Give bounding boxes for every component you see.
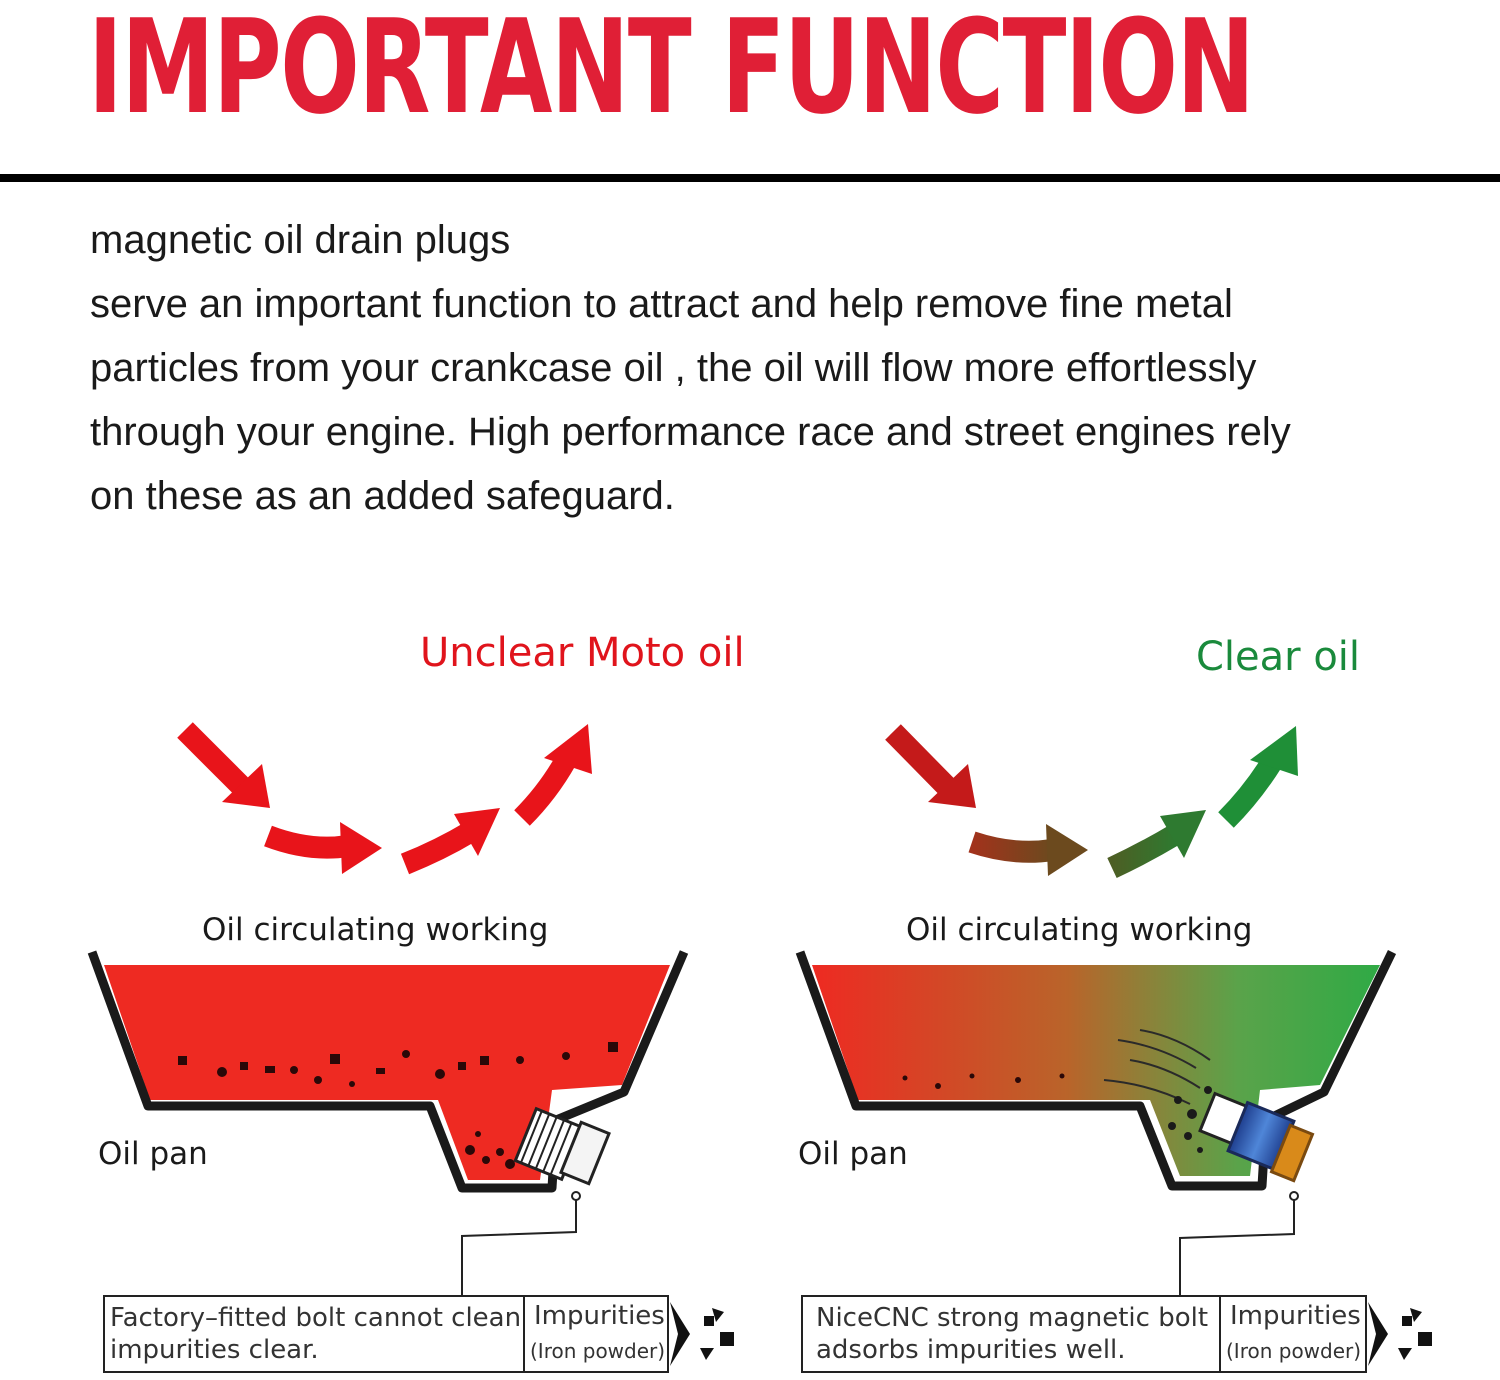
- intro-line: magnetic oil drain plugs: [90, 218, 511, 262]
- left-flow-arrows: [177, 722, 592, 875]
- left-caption-box: Factory–fitted bolt cannot clean impurit…: [103, 1295, 669, 1373]
- right-caption-line1: NiceCNC strong magnetic bolt: [816, 1303, 1208, 1333]
- intro-line: on these as an added safeguard.: [90, 474, 675, 518]
- flow-arrow-icon: [885, 724, 976, 808]
- flow-arrow-icon: [177, 722, 270, 808]
- flow-arrow-icon: [264, 822, 382, 874]
- right-flow-label: Oil circulating working: [906, 912, 1252, 948]
- magnetic-swirl: [1103, 1029, 1211, 1105]
- magnetic-bolt-icon: [1198, 1091, 1315, 1183]
- right-pan-label: Oil pan: [798, 1136, 908, 1172]
- left-caption-line2: impurities clear.: [110, 1335, 319, 1365]
- left-title: Unclear Moto oil: [420, 630, 745, 676]
- impurities-pointer-icon: [670, 1302, 734, 1366]
- right-flow-arrows: [885, 724, 1298, 878]
- intro-line: particles from your crankcase oil , the …: [90, 346, 1257, 390]
- intro-line: through your engine. High performance ra…: [90, 410, 1291, 454]
- left-oil-pan: [87, 950, 689, 1296]
- left-flow-label: Oil circulating working: [202, 912, 548, 948]
- right-panel: Clear oil Oil circulating working: [795, 634, 1432, 1373]
- flow-arrow-icon: [400, 808, 500, 875]
- flow-arrow-icon: [1107, 810, 1206, 878]
- left-iron-powder-label: (Iron powder): [530, 1339, 665, 1363]
- left-panel: Unclear Moto oil Oil circulating working: [87, 630, 745, 1373]
- right-oil-pan: [795, 950, 1397, 1296]
- impurities-pointer-icon: [1368, 1302, 1432, 1366]
- right-iron-powder-label: (Iron powder): [1226, 1339, 1361, 1363]
- left-caption-line1: Factory–fitted bolt cannot clean: [110, 1303, 521, 1333]
- oil-comparison-diagram: Unclear Moto oil Oil circulating working: [87, 630, 1432, 1373]
- header-divider: [0, 174, 1500, 182]
- iron-particles: [178, 1042, 618, 1169]
- iron-particles: [902, 1073, 1065, 1089]
- factory-bolt-icon: [513, 1106, 611, 1186]
- headline-title: IMPORTANT FUNCTION: [88, 0, 1255, 143]
- right-caption-line2: adsorbs impurities well.: [816, 1335, 1126, 1365]
- intro-paragraph: magnetic oil drain plugs serve an import…: [90, 208, 1470, 528]
- right-impurities-label: Impurities: [1230, 1301, 1361, 1331]
- right-title: Clear oil: [1196, 634, 1360, 680]
- flow-arrow-icon: [1218, 726, 1298, 828]
- right-caption-box: NiceCNC strong magnetic bolt adsorbs imp…: [801, 1295, 1367, 1373]
- left-pan-label: Oil pan: [98, 1136, 208, 1172]
- flow-arrow-icon: [514, 724, 592, 826]
- intro-line: serve an important function to attract a…: [90, 282, 1233, 326]
- left-impurities-label: Impurities: [534, 1301, 665, 1331]
- flow-arrow-icon: [968, 824, 1088, 876]
